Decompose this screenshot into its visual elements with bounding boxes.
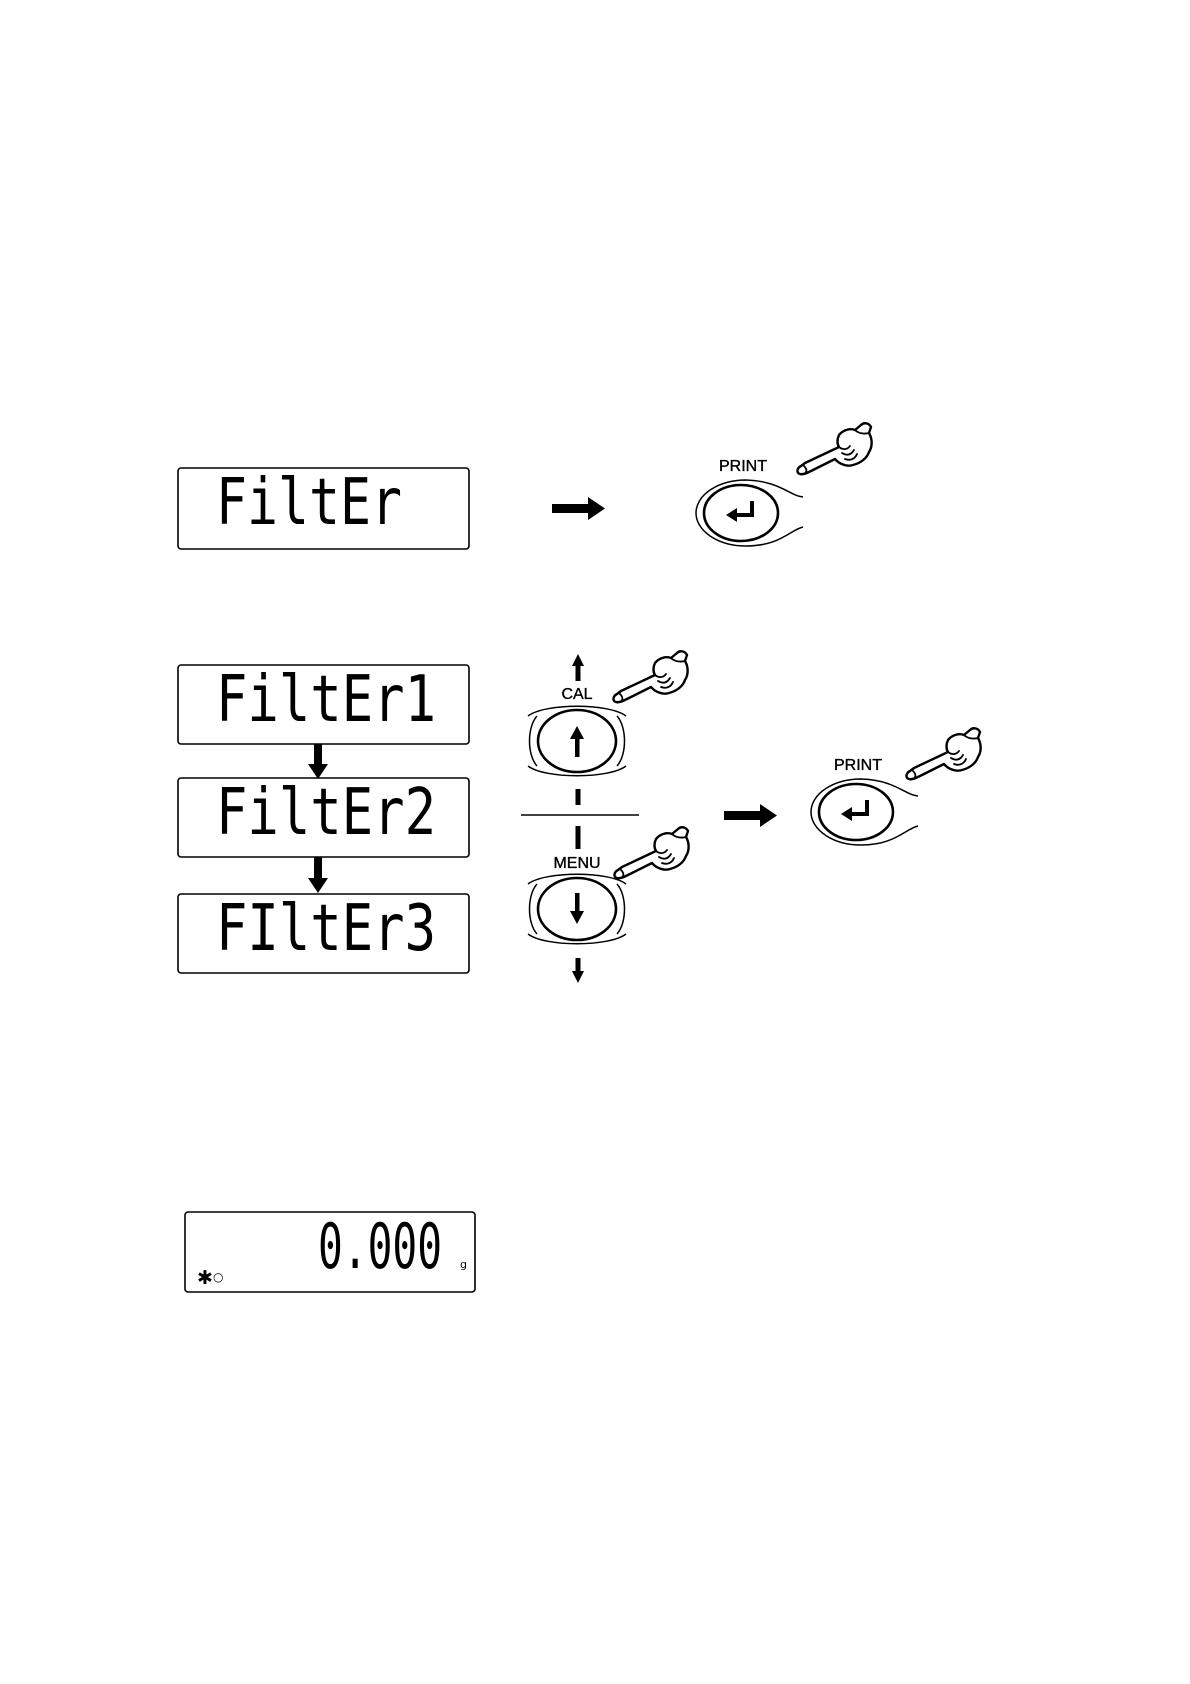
lcd-text-filter1: FiltEr1 — [216, 663, 436, 737]
enter-return-icon — [726, 501, 752, 522]
step-result: 0.000 g ✱ ○ — [185, 1210, 475, 1292]
step-select-filter: FiltEr PRINT — [178, 423, 872, 549]
step-choose-setting: FiltEr1 FiltEr2 FIltEr3 CAL — [178, 651, 981, 983]
arrow-down-icon — [308, 744, 328, 779]
cal-key — [528, 706, 626, 776]
pointing-hand-icon — [613, 651, 687, 702]
pointing-hand-icon — [906, 728, 980, 779]
print-key-label: PRINT — [834, 757, 882, 774]
arrow-right-icon — [724, 804, 777, 827]
stability-indicator-icon: ✱ — [197, 1267, 213, 1289]
arrow-right-icon — [552, 497, 605, 520]
print-key: PRINT — [811, 757, 918, 845]
enter-return-icon — [841, 800, 867, 821]
menu-key — [528, 874, 626, 944]
weight-value: 0.000 — [318, 1210, 442, 1283]
scroll-down-arrow-icon — [572, 958, 584, 983]
arrow-down-icon — [570, 893, 584, 924]
lcd-text-filter: FiltEr — [216, 466, 402, 540]
print-key: PRINT — [696, 458, 803, 546]
cal-key-label: CAL — [561, 686, 592, 703]
print-key-label: PRINT — [719, 458, 767, 475]
lcd-text-filter3: FIltEr3 — [216, 892, 436, 966]
arrow-down-icon — [308, 857, 328, 893]
unit-label: g — [460, 1258, 467, 1271]
scroll-up-arrow-icon — [572, 654, 584, 681]
zero-indicator-icon: ○ — [213, 1270, 223, 1284]
arrow-up-icon — [570, 726, 584, 757]
lcd-text-filter2: FiltEr2 — [216, 776, 436, 850]
key-separator — [521, 789, 639, 849]
menu-key-label: MENU — [553, 855, 600, 872]
pointing-hand-icon — [797, 423, 871, 474]
pointing-hand-icon — [614, 827, 688, 878]
